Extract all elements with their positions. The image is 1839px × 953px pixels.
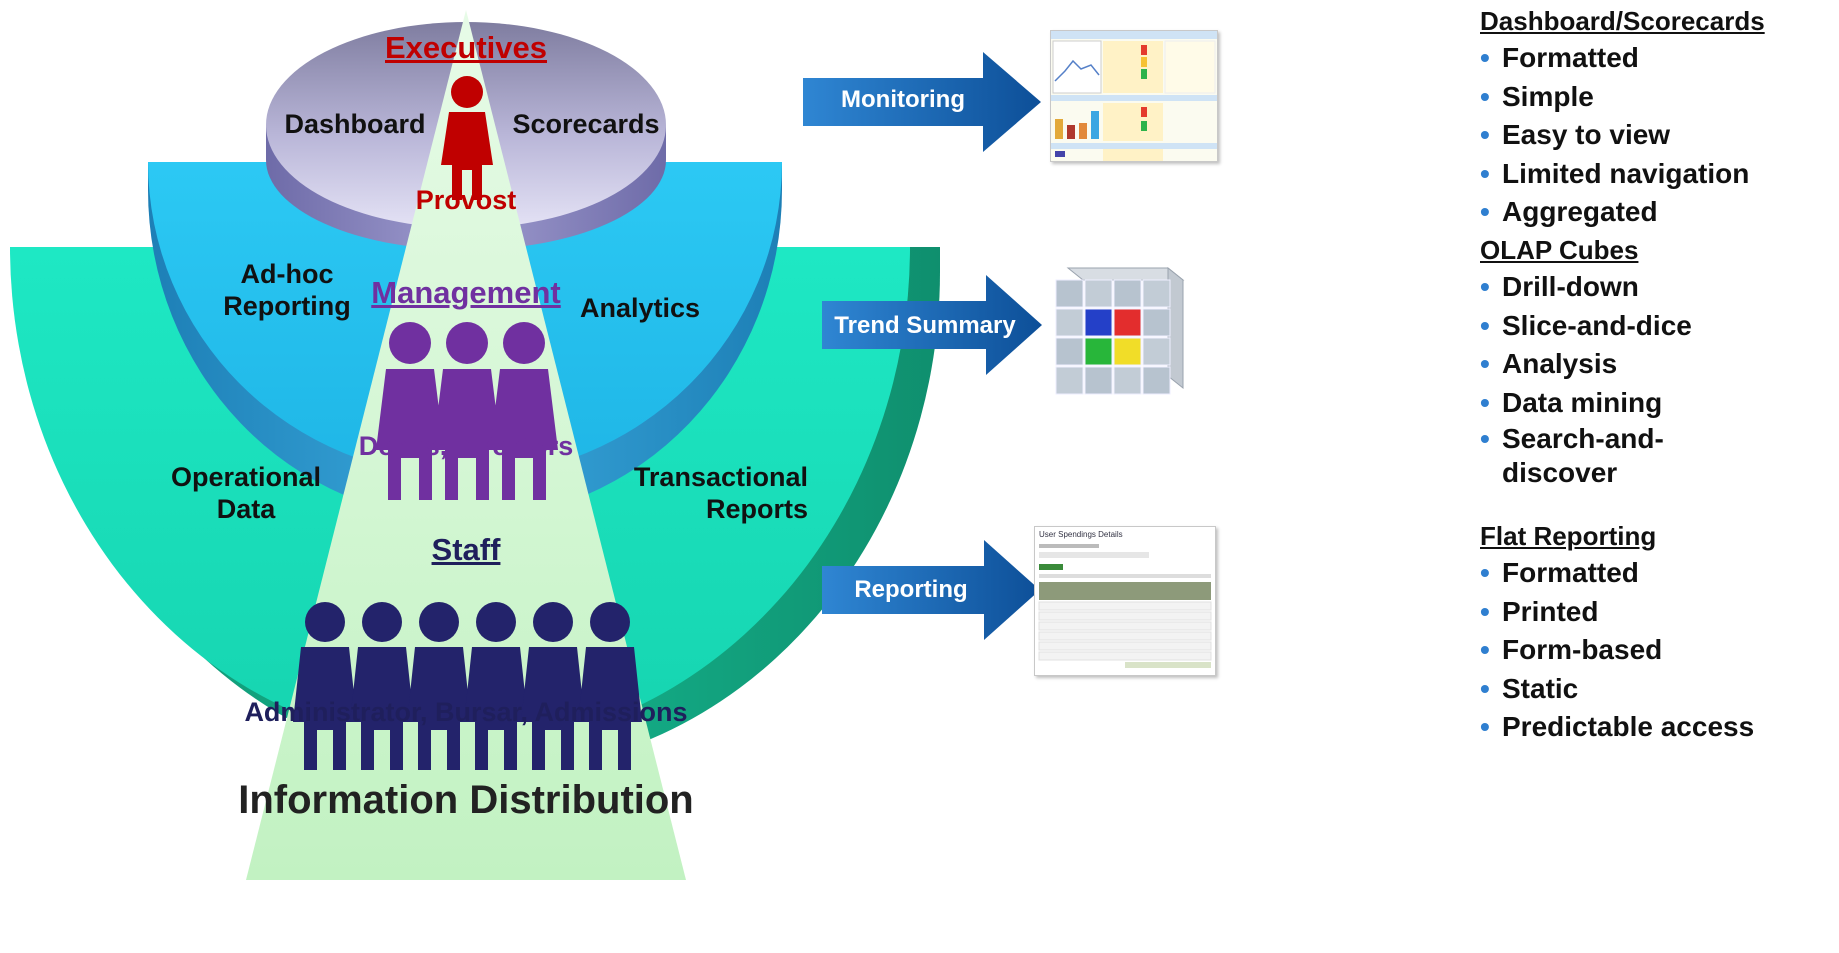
list-item: Predictable access <box>1480 708 1754 747</box>
scorecards-label: Scorecards <box>512 109 660 139</box>
monitoring-label: Monitoring <box>841 86 965 113</box>
adhoc-reporting-label: Ad-hoc Reporting <box>223 259 351 321</box>
list-item: Form-based <box>1480 631 1754 670</box>
staff-people-icon <box>293 602 642 770</box>
panel-title: Flat Reporting <box>1480 521 1657 551</box>
management-subtitle: Deans, Directors <box>358 431 574 461</box>
analytics-label: Analytics <box>579 293 701 323</box>
olap-cube-icon <box>1048 258 1188 400</box>
staff-title: Staff <box>431 532 501 567</box>
list-item: Printed <box>1480 593 1754 632</box>
diagram-title: Information Distribution <box>238 778 694 822</box>
list-item: Drill-down <box>1480 268 1692 307</box>
panel-title: Dashboard/Scorecards <box>1480 6 1765 36</box>
list-item: Analysis <box>1480 345 1692 384</box>
list-item: Formatted <box>1480 554 1754 593</box>
dashboard-thumbnail <box>1050 30 1218 162</box>
trend-summary-arrow <box>822 275 1042 375</box>
list-item: Limited navigation <box>1480 155 1765 194</box>
trend-summary-label: Trend Summary <box>834 312 1016 339</box>
provost-person-icon <box>441 76 493 200</box>
list-item: Data mining <box>1480 384 1692 423</box>
monitoring-arrow <box>803 52 1041 152</box>
tier-diagram-graphic <box>10 10 940 880</box>
staff-subtitle: Administrator, Bursar, Admissions <box>244 697 688 727</box>
dashboard-label: Dashboard <box>284 109 426 139</box>
dashboard-scorecards-panel: Dashboard/Scorecards Formatted Simple Ea… <box>1480 5 1765 232</box>
report-thumbnail-title: User Spendings Details <box>1039 530 1123 539</box>
executives-subtitle: Provost <box>415 185 517 215</box>
olap-cubes-panel: OLAP Cubes Drill-down Slice-and-dice Ana… <box>1480 234 1692 490</box>
management-title: Management <box>371 275 561 310</box>
reporting-label: Reporting <box>854 576 968 603</box>
operational-data-label: Operational Data <box>170 462 322 524</box>
transactional-reports-label: Transactional Reports <box>633 462 808 524</box>
panel-title: OLAP Cubes <box>1480 235 1639 265</box>
flat-reporting-panel: Flat Reporting Formatted Printed Form-ba… <box>1480 520 1754 747</box>
executives-title: Executives <box>385 30 547 65</box>
list-item: Formatted <box>1480 39 1765 78</box>
reporting-arrow <box>822 540 1040 640</box>
list-item: Search-and- discover <box>1480 422 1692 490</box>
list-item: Static <box>1480 670 1754 709</box>
list-item: Simple <box>1480 78 1765 117</box>
list-item: Aggregated <box>1480 193 1765 232</box>
report-thumbnail: User Spendings Details <box>1034 526 1216 676</box>
list-item: Slice-and-dice <box>1480 307 1692 346</box>
management-people-icon <box>376 322 558 500</box>
list-item: Easy to view <box>1480 116 1765 155</box>
